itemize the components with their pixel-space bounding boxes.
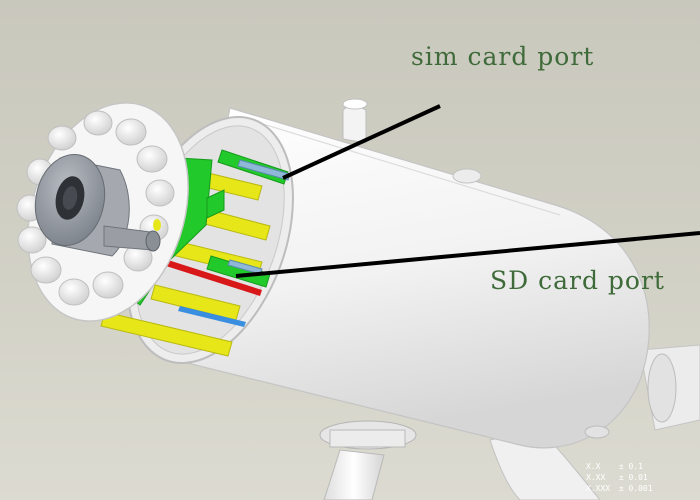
tolerance-value: ± 0.1 xyxy=(618,462,643,471)
tolerance-symbol: X.XX xyxy=(586,473,606,482)
tolerance-symbol: X.XXX xyxy=(586,484,611,493)
tolerance-value: ± 0.001 xyxy=(618,484,653,493)
sd-card-port-label: SD card port xyxy=(490,266,665,295)
sim-leader-line xyxy=(282,104,441,180)
mounting-stand xyxy=(319,344,700,500)
tolerance-value: ± 0.01 xyxy=(618,473,648,482)
tolerance-row: X.XXX ± 0.001 xyxy=(586,483,653,494)
blue-wire xyxy=(178,306,246,327)
tolerance-symbol: X.X xyxy=(586,462,601,471)
sd-leader-line xyxy=(235,231,700,278)
sim-card-slot xyxy=(237,159,291,181)
front-ring xyxy=(16,102,189,322)
sim-card-port-label: sim card port xyxy=(411,42,595,71)
red-wire xyxy=(166,260,262,296)
tolerance-row: X.XX ± 0.01 xyxy=(586,472,653,483)
lens-assembly xyxy=(34,153,161,257)
tolerance-table: X.X ± 0.1 X.XX ± 0.01 X.XXX ± 0.001 xyxy=(586,461,653,494)
tolerance-row: X.X ± 0.1 xyxy=(586,461,653,472)
